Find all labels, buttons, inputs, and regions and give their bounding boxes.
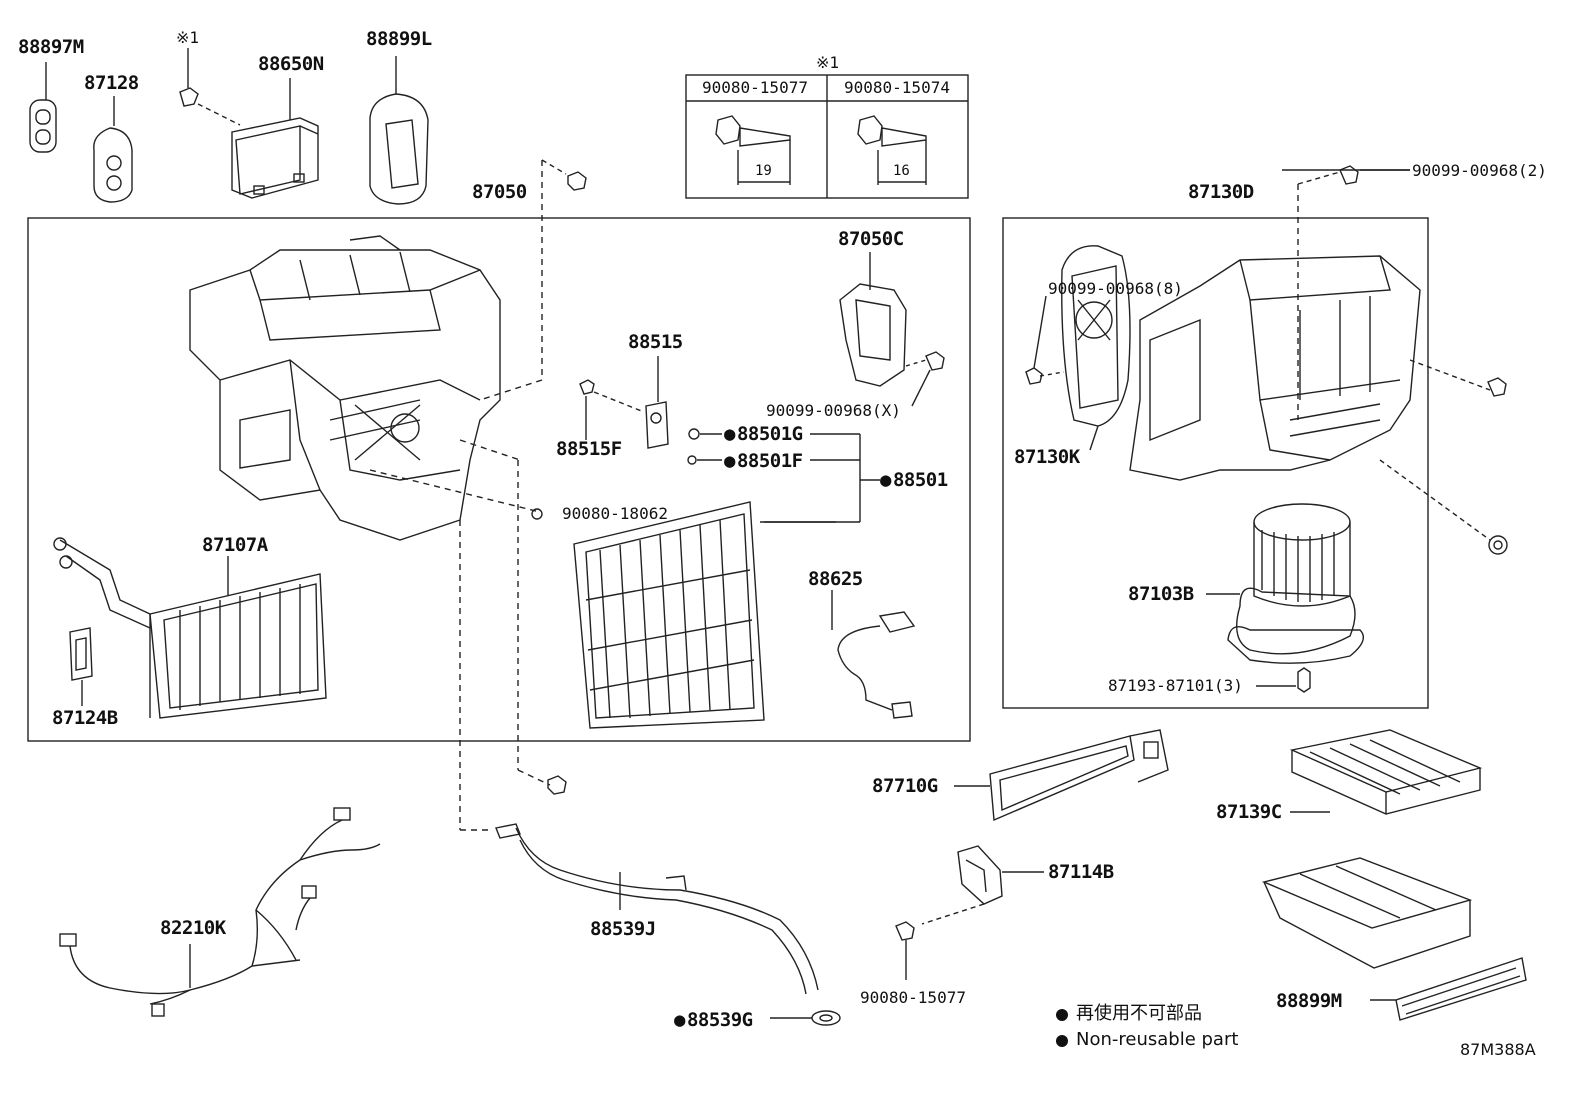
label-87114B: 87114B: [1048, 861, 1114, 883]
label-87103B: 87103B: [1128, 583, 1194, 605]
heater-core-87107A-drawing: [53, 537, 327, 719]
label-87050: 87050: [472, 181, 527, 203]
hvac-unit-87050-drawing: [189, 235, 501, 541]
sensor-88625-drawing: [831, 590, 916, 719]
table-col2-part: 90080-15074: [844, 78, 950, 97]
legend-jp: 再使用不可部品: [1076, 1003, 1202, 1024]
label-87128: 87128: [84, 72, 139, 94]
label-88515: 88515: [628, 331, 683, 353]
tray-88899M-drawing: [1261, 857, 1527, 1021]
grommet-87128-drawing: [93, 96, 133, 203]
bracket-87114B-drawing: [895, 845, 1044, 980]
label-90099-00968-2: 90099-00968(2): [1412, 161, 1547, 180]
harness-82210K-drawing: [59, 807, 381, 1017]
label-88899M: 88899M: [1276, 990, 1342, 1012]
label-90099-00968-x: 90099-00968(X): [766, 401, 901, 420]
label-87130D: 87130D: [1188, 181, 1254, 203]
grommet-88897M-drawing: [29, 62, 57, 153]
cover-88899L-drawing: [369, 56, 429, 205]
label-87193-87101: 87193-87101(3): [1108, 676, 1243, 695]
table-col1-length: 19: [755, 163, 772, 179]
label-table-note: ※1: [816, 53, 840, 72]
legend-dot-en: [1056, 1035, 1068, 1047]
module-88650N-drawing: [231, 78, 319, 199]
filter-87139C-drawing: [1289, 729, 1483, 815]
screw-note1-drawing: [179, 48, 241, 126]
label-note1-top: ※1: [176, 28, 200, 47]
label-88897M: 88897M: [18, 36, 84, 58]
legend-en: Non-reusable part: [1076, 1029, 1239, 1050]
assembly-box-87130D: [1002, 217, 1429, 709]
servo-87050C-drawing: [839, 252, 945, 407]
label-87050C: 87050C: [838, 228, 904, 250]
label-88625: 88625: [808, 568, 863, 590]
screw-top-87050-drawing: [479, 159, 587, 401]
label-88501G: 88501G: [724, 425, 803, 444]
label-88650N: 88650N: [258, 53, 324, 75]
expansion-valve-88515-drawing: [579, 356, 669, 449]
label-88501: 88501: [880, 471, 948, 490]
label-88539G: 88539G: [674, 1011, 753, 1030]
label-90099-00968-8: 90099-00968(8): [1048, 279, 1183, 298]
drain-hose-88539J-drawing: [495, 823, 819, 995]
label-87139C: 87139C: [1216, 801, 1282, 823]
clamp-87124B-drawing: [69, 627, 93, 706]
label-87710G: 87710G: [872, 775, 938, 797]
label-88501F: 88501F: [724, 452, 803, 471]
label-88899L: 88899L: [366, 28, 432, 50]
assembly-box-87050: [27, 217, 971, 742]
label-87130K: 87130K: [1014, 446, 1080, 468]
screw-table-drawing: [685, 74, 969, 199]
bar-87710G-drawing: [954, 729, 1169, 822]
label-90080-15077: 90080-15077: [860, 988, 966, 1007]
duct-87130K-drawing: [1061, 245, 1131, 451]
label-88515F: 88515F: [556, 438, 622, 460]
blower-case-87130D-drawing: [1129, 255, 1421, 481]
drawing-code: 87M388A: [1460, 1040, 1536, 1059]
label-87107A: 87107A: [202, 534, 268, 556]
table-col1-part: 90080-15077: [702, 78, 808, 97]
label-82210K: 82210K: [160, 917, 226, 939]
label-88539J: 88539J: [590, 918, 656, 940]
label-87124B: 87124B: [52, 707, 118, 729]
label-90080-18062: 90080-18062: [562, 504, 668, 523]
table-col2-length: 16: [893, 163, 910, 179]
blower-motor-87103B-drawing: [1206, 503, 1364, 664]
evaporator-88501-drawing: [573, 501, 765, 729]
legend-dot-jp: [1056, 1009, 1068, 1021]
